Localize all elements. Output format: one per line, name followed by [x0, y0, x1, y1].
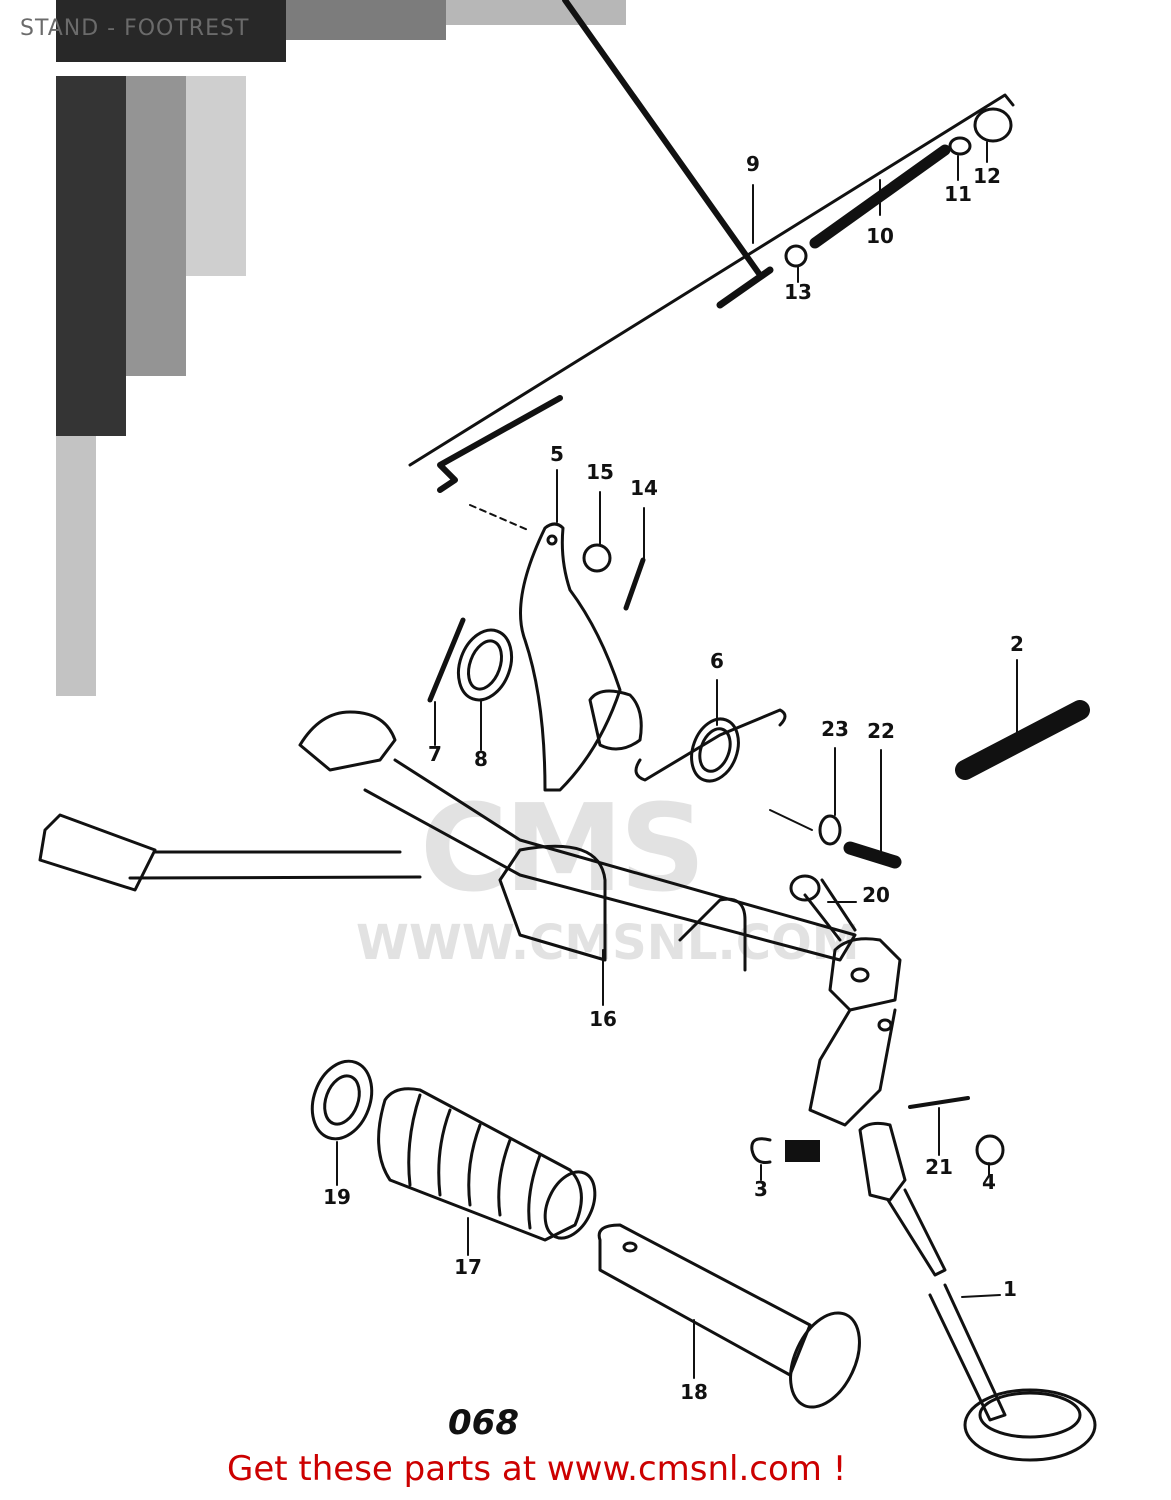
part-16-stand-frame [298, 710, 857, 1006]
callout-part-17: 17 [454, 1255, 482, 1279]
part-22-bolt [843, 749, 902, 869]
footrest-pedal [38, 813, 422, 892]
part-21-pin [908, 1096, 970, 1156]
part-3-collar [750, 1137, 820, 1181]
part-17-grip [377, 1087, 597, 1256]
part-23-washer [769, 747, 842, 846]
part-1-stand-leg [858, 1121, 1097, 1462]
part-6-spring [634, 679, 787, 783]
stand-bracket [808, 937, 902, 1127]
part-14-pin [623, 507, 646, 611]
part-10-spring [809, 144, 951, 249]
callout-part-2: 2 [1010, 632, 1024, 656]
callout-part-16: 16 [589, 1007, 617, 1031]
part-11-clip [948, 136, 972, 181]
part-9-rod [408, 0, 1015, 493]
scan-noise [56, 0, 626, 696]
callout-part-22: 22 [867, 719, 895, 743]
callout-part-12: 12 [973, 164, 1001, 188]
figure-number: 068 [448, 1403, 519, 1443]
callout-part-15: 15 [586, 460, 614, 484]
callout-part-6: 6 [710, 649, 724, 673]
callout-part-3: 3 [754, 1177, 768, 1201]
callout-part-21: 21 [925, 1155, 953, 1179]
watermark-logo: CMS [420, 780, 706, 919]
part-7-pin [427, 617, 466, 746]
footer-shop-link[interactable]: Get these parts at www.cmsnl.com ! [227, 1449, 847, 1489]
callout-part-23: 23 [821, 717, 849, 741]
callout-part-5: 5 [550, 442, 564, 466]
callout-part-13: 13 [784, 280, 812, 304]
callout-part-10: 10 [866, 224, 894, 248]
callout-part-4: 4 [982, 1170, 996, 1194]
part-13-washer [784, 244, 808, 283]
part-5-lever [469, 469, 643, 792]
callout-part-8: 8 [474, 747, 488, 771]
part-4-nut [975, 1134, 1005, 1176]
part-2-spring [955, 659, 1090, 780]
callout-part-19: 19 [323, 1185, 351, 1209]
part-15-washer [582, 491, 612, 573]
part-20-pin [789, 874, 857, 942]
part-8-washer [456, 628, 514, 751]
callout-part-11: 11 [944, 182, 972, 206]
part-19-washer [310, 1059, 374, 1186]
callout-part-20: 20 [862, 883, 890, 907]
callout-part-7: 7 [428, 742, 442, 766]
callout-part-14: 14 [630, 476, 658, 500]
callout-part-9: 9 [746, 152, 760, 176]
part-12-nut [973, 107, 1013, 163]
diagram-title: STAND - FOOTREST [20, 16, 250, 41]
callout-part-18: 18 [680, 1380, 708, 1404]
callout-part-1: 1 [1003, 1277, 1017, 1301]
part-18-shaft [597, 1223, 861, 1409]
